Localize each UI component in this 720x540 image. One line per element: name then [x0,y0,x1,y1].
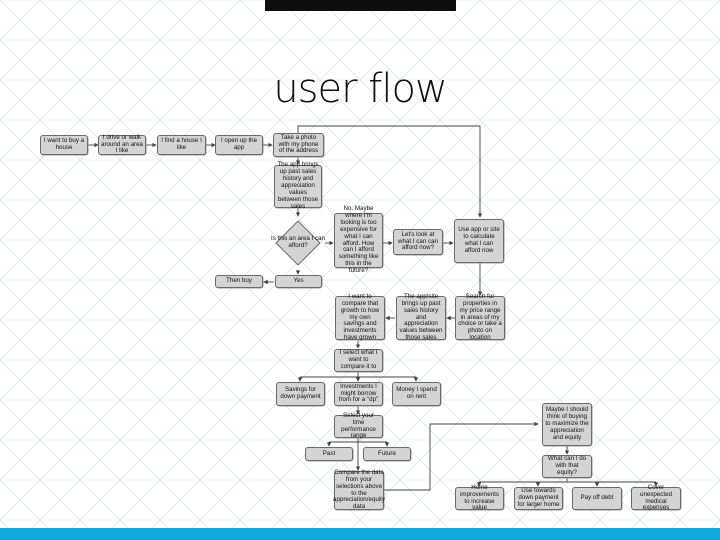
node-cover-medical: Cover unexpected medical expenses [631,484,681,511]
page-title: user flow [273,66,447,112]
node-compare-data: Compare the data from your selections ab… [333,468,385,511]
node-then-buy: Then buy [215,275,263,288]
node-pay-debt: Pay off debt [572,487,622,510]
node-past: Past [305,447,353,461]
node-home-improvements: Home improvements to increase value [455,484,504,511]
node-find-house: I find a house I like [157,135,206,155]
node-no-maybe: No. Maybe where I'm looking is too expen… [334,205,383,274]
node-buy-house: I want to buy a house [40,135,88,155]
node-investments: Investments I might borrow from for a "d… [334,382,383,406]
node-app-brings: The app brings up past sales history and… [274,161,322,210]
node-future: Future [363,447,411,461]
node-down-payment-larger: Use towards down payment for larger home [514,487,563,510]
node-use-app: Use app or site to calculate what I can … [454,219,504,263]
node-take-photo: Take a photo with my phone of the addres… [273,133,324,157]
bottom-bar [0,528,720,540]
node-what-can: What can I do with that equity? [542,455,592,478]
node-yes: Yes [275,275,322,288]
node-open-app: I open up the app [215,135,263,155]
node-compare-growth: I want to compare that growth to how my … [335,293,385,341]
node-drive-around: I drive or walk around an area I like [98,134,146,155]
node-app-site-brings: The app/site brings up past sales histor… [396,293,446,341]
edge-photo-useapp [297,125,483,218]
node-lets-look: Let's look at what I can can afford now? [393,229,443,255]
node-savings: Savings for down payment [276,382,325,406]
node-afford-question: Is this an area I can afford? [270,215,326,271]
node-select-time: Select your time performance range [334,412,383,439]
node-search-props: Search for properties in my price range … [455,293,505,341]
edge-comparedata-maybe [384,421,539,491]
node-money-rent: Money I spend on rent [392,382,441,406]
top-bar [265,0,456,11]
node-select-what: I select what I want to compare it to [334,349,383,372]
node-maybe-buying: Maybe I should think of buying to maximi… [542,403,592,446]
